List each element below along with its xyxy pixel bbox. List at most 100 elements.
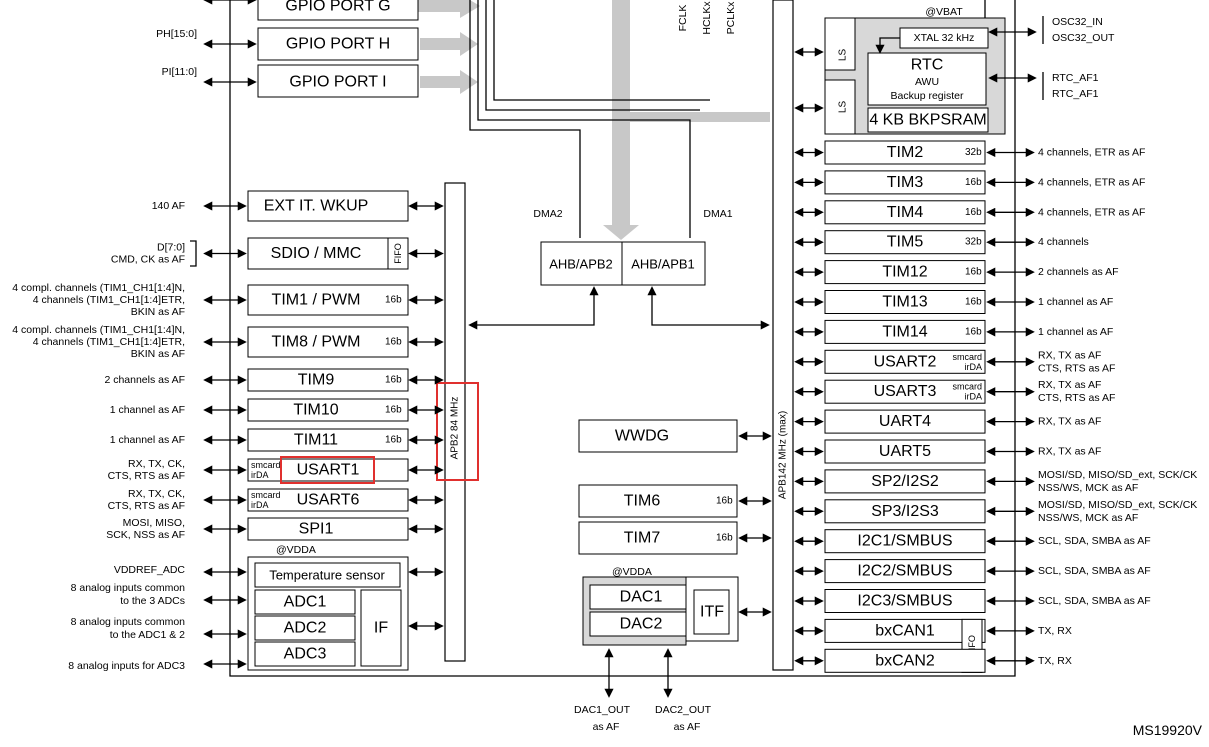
module-tag: 16b xyxy=(965,207,982,218)
tim7: TIM7 16b xyxy=(578,521,738,555)
module-label: TIM11 xyxy=(294,432,338,449)
svg-text:ADC3: ADC3 xyxy=(284,646,327,663)
module-label: USART6 xyxy=(297,492,360,509)
signal-label: CMD, CK as AF xyxy=(111,254,185,266)
module-label: TIM14 xyxy=(882,323,927,340)
module-tag: 16b xyxy=(965,177,982,188)
svg-text:16b: 16b xyxy=(716,496,733,507)
svg-text:IF: IF xyxy=(374,620,388,637)
signal-label: 4 compl. channels (TIM1_CH1[1:4]N, xyxy=(12,282,185,294)
svg-text:GPIO PORT I: GPIO PORT I xyxy=(289,74,386,91)
svg-text:@VDDA: @VDDA xyxy=(612,566,652,578)
gpio-signal-pi: PI[11:0] xyxy=(162,66,197,78)
svg-text:as AF: as AF xyxy=(593,721,620,733)
signal-label: RX, TX as AF xyxy=(1038,379,1101,391)
module-label: TIM9 xyxy=(298,372,335,389)
signal-label: 4 channels (TIM1_CH1[1:4]ETR, xyxy=(33,336,185,348)
apb2-bus: APB2 84 MHz xyxy=(444,182,466,662)
module-label: UART5 xyxy=(879,443,931,460)
module-label: SP3/I2S3 xyxy=(871,503,939,520)
apb1-module: bxCAN2 TX, RX xyxy=(794,648,1072,673)
signal-label: D[7:0] xyxy=(157,242,185,254)
svg-text:VDDREF_ADC: VDDREF_ADC xyxy=(114,564,186,576)
svg-text:TIM6: TIM6 xyxy=(624,493,661,510)
module-tag: 16b xyxy=(385,435,402,446)
module-label: bxCAN2 xyxy=(875,652,935,669)
module-label: SDIO / MMC xyxy=(271,245,362,262)
module-label: TIM5 xyxy=(887,234,924,251)
signal-label: 4 channels, ETR as AF xyxy=(1038,147,1145,159)
module-label: EXT IT. WKUP xyxy=(264,198,369,215)
svg-text:as AF: as AF xyxy=(674,721,701,733)
apb2-module: EXT IT. WKUP 140 AF xyxy=(152,190,444,222)
module-tag: irDA xyxy=(965,362,983,372)
svg-text:FCLK: FCLK xyxy=(677,5,689,32)
signal-label: 1 channel as AF xyxy=(110,434,185,446)
apb2-modules: EXT IT. WKUP 140 AF SDIO / MMC FIFO D[7:0]CM… xyxy=(12,190,444,541)
signal-label: SCL, SDA, SMBA as AF xyxy=(1038,565,1151,577)
signal-label: 1 channel as AF xyxy=(1038,296,1113,308)
signal-label: CTS, RTS as AF xyxy=(108,500,185,512)
module-tag: FIFO xyxy=(393,243,403,264)
svg-text:PCLKx: PCLKx xyxy=(725,1,737,34)
signal-label: 140 AF xyxy=(152,200,185,212)
svg-text:DAC1_OUT: DAC1_OUT xyxy=(574,704,631,716)
signal-label: 2 channels as AF xyxy=(104,374,185,386)
dac-signals: DAC1_OUT as AF DAC2_OUT as AF xyxy=(574,704,712,733)
svg-text:@VDDA: @VDDA xyxy=(276,544,316,556)
rtc-block: LS LS XTAL 32 kHz RTC AWU Backup registe… xyxy=(824,0,1006,135)
gpio-port-h: GPIO PORT H xyxy=(257,27,419,61)
module-label: TIM4 xyxy=(887,204,924,221)
svg-text:DAC2_OUT: DAC2_OUT xyxy=(655,704,712,716)
module-tag: 16b xyxy=(385,375,402,386)
signal-label: TX, RX xyxy=(1038,655,1072,667)
module-tag: 16b xyxy=(965,326,982,337)
module-tag: 16b xyxy=(965,297,982,308)
svg-text:GPIO PORT G: GPIO PORT G xyxy=(285,0,390,15)
signal-label: NSS/WS, MCK as AF xyxy=(1038,512,1138,524)
signal-label: 4 channels xyxy=(1038,236,1089,248)
signal-label: RX, TX, CK, xyxy=(128,458,185,470)
svg-text:to the 3 ADCs: to the 3 ADCs xyxy=(120,595,185,607)
svg-text:OSC32_OUT: OSC32_OUT xyxy=(1052,32,1115,44)
svg-text:@VBAT: @VBAT xyxy=(925,6,963,18)
svg-text:AHB/APB2: AHB/APB2 xyxy=(549,257,613,272)
svg-text:APB142 MHz (max): APB142 MHz (max) xyxy=(778,411,789,499)
svg-text:Temperature sensor: Temperature sensor xyxy=(269,568,385,583)
gpio-port-i: GPIO PORT I xyxy=(257,64,419,98)
gpio-gray-arrows xyxy=(390,0,770,240)
module-label: bxCAN1 xyxy=(875,622,935,639)
gpio-port-g: GPIO PORT G xyxy=(257,0,419,21)
svg-text:XTAL 32 kHz: XTAL 32 kHz xyxy=(914,32,975,44)
signal-label: BKIN as AF xyxy=(131,348,185,360)
svg-text:ADC1: ADC1 xyxy=(284,594,327,611)
svg-text:RTC: RTC xyxy=(911,57,944,74)
apb2-module: TIM9 16b 2 channels as AF xyxy=(104,368,444,392)
module-tag: 16b xyxy=(385,405,402,416)
module-label: TIM12 xyxy=(882,264,927,281)
dma1-label: DMA1 xyxy=(703,208,732,220)
wwdg: WWDG xyxy=(578,419,738,453)
module-tag: 16b xyxy=(965,267,982,278)
svg-text:to the ADC1 & 2: to the ADC1 & 2 xyxy=(110,629,185,641)
usart-highlight-bus xyxy=(436,382,479,481)
adc-block: @VDDA Temperature sensor ADC1 ADC2 ADC3 … xyxy=(247,544,409,671)
svg-text:8 analog inputs for ADC3: 8 analog inputs for ADC3 xyxy=(68,660,185,672)
svg-text:ADC2: ADC2 xyxy=(284,620,327,637)
module-label: I2C3/SMBUS xyxy=(857,593,952,610)
signal-label: RX, TX as AF xyxy=(1038,446,1101,458)
figure-id: MS19920V xyxy=(1133,722,1203,738)
